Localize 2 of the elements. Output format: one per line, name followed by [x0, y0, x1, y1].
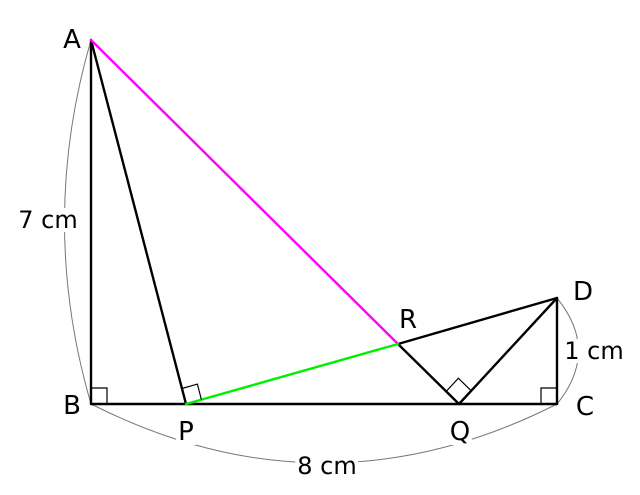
- point-label: Q: [448, 419, 472, 445]
- point-label: P: [176, 419, 196, 445]
